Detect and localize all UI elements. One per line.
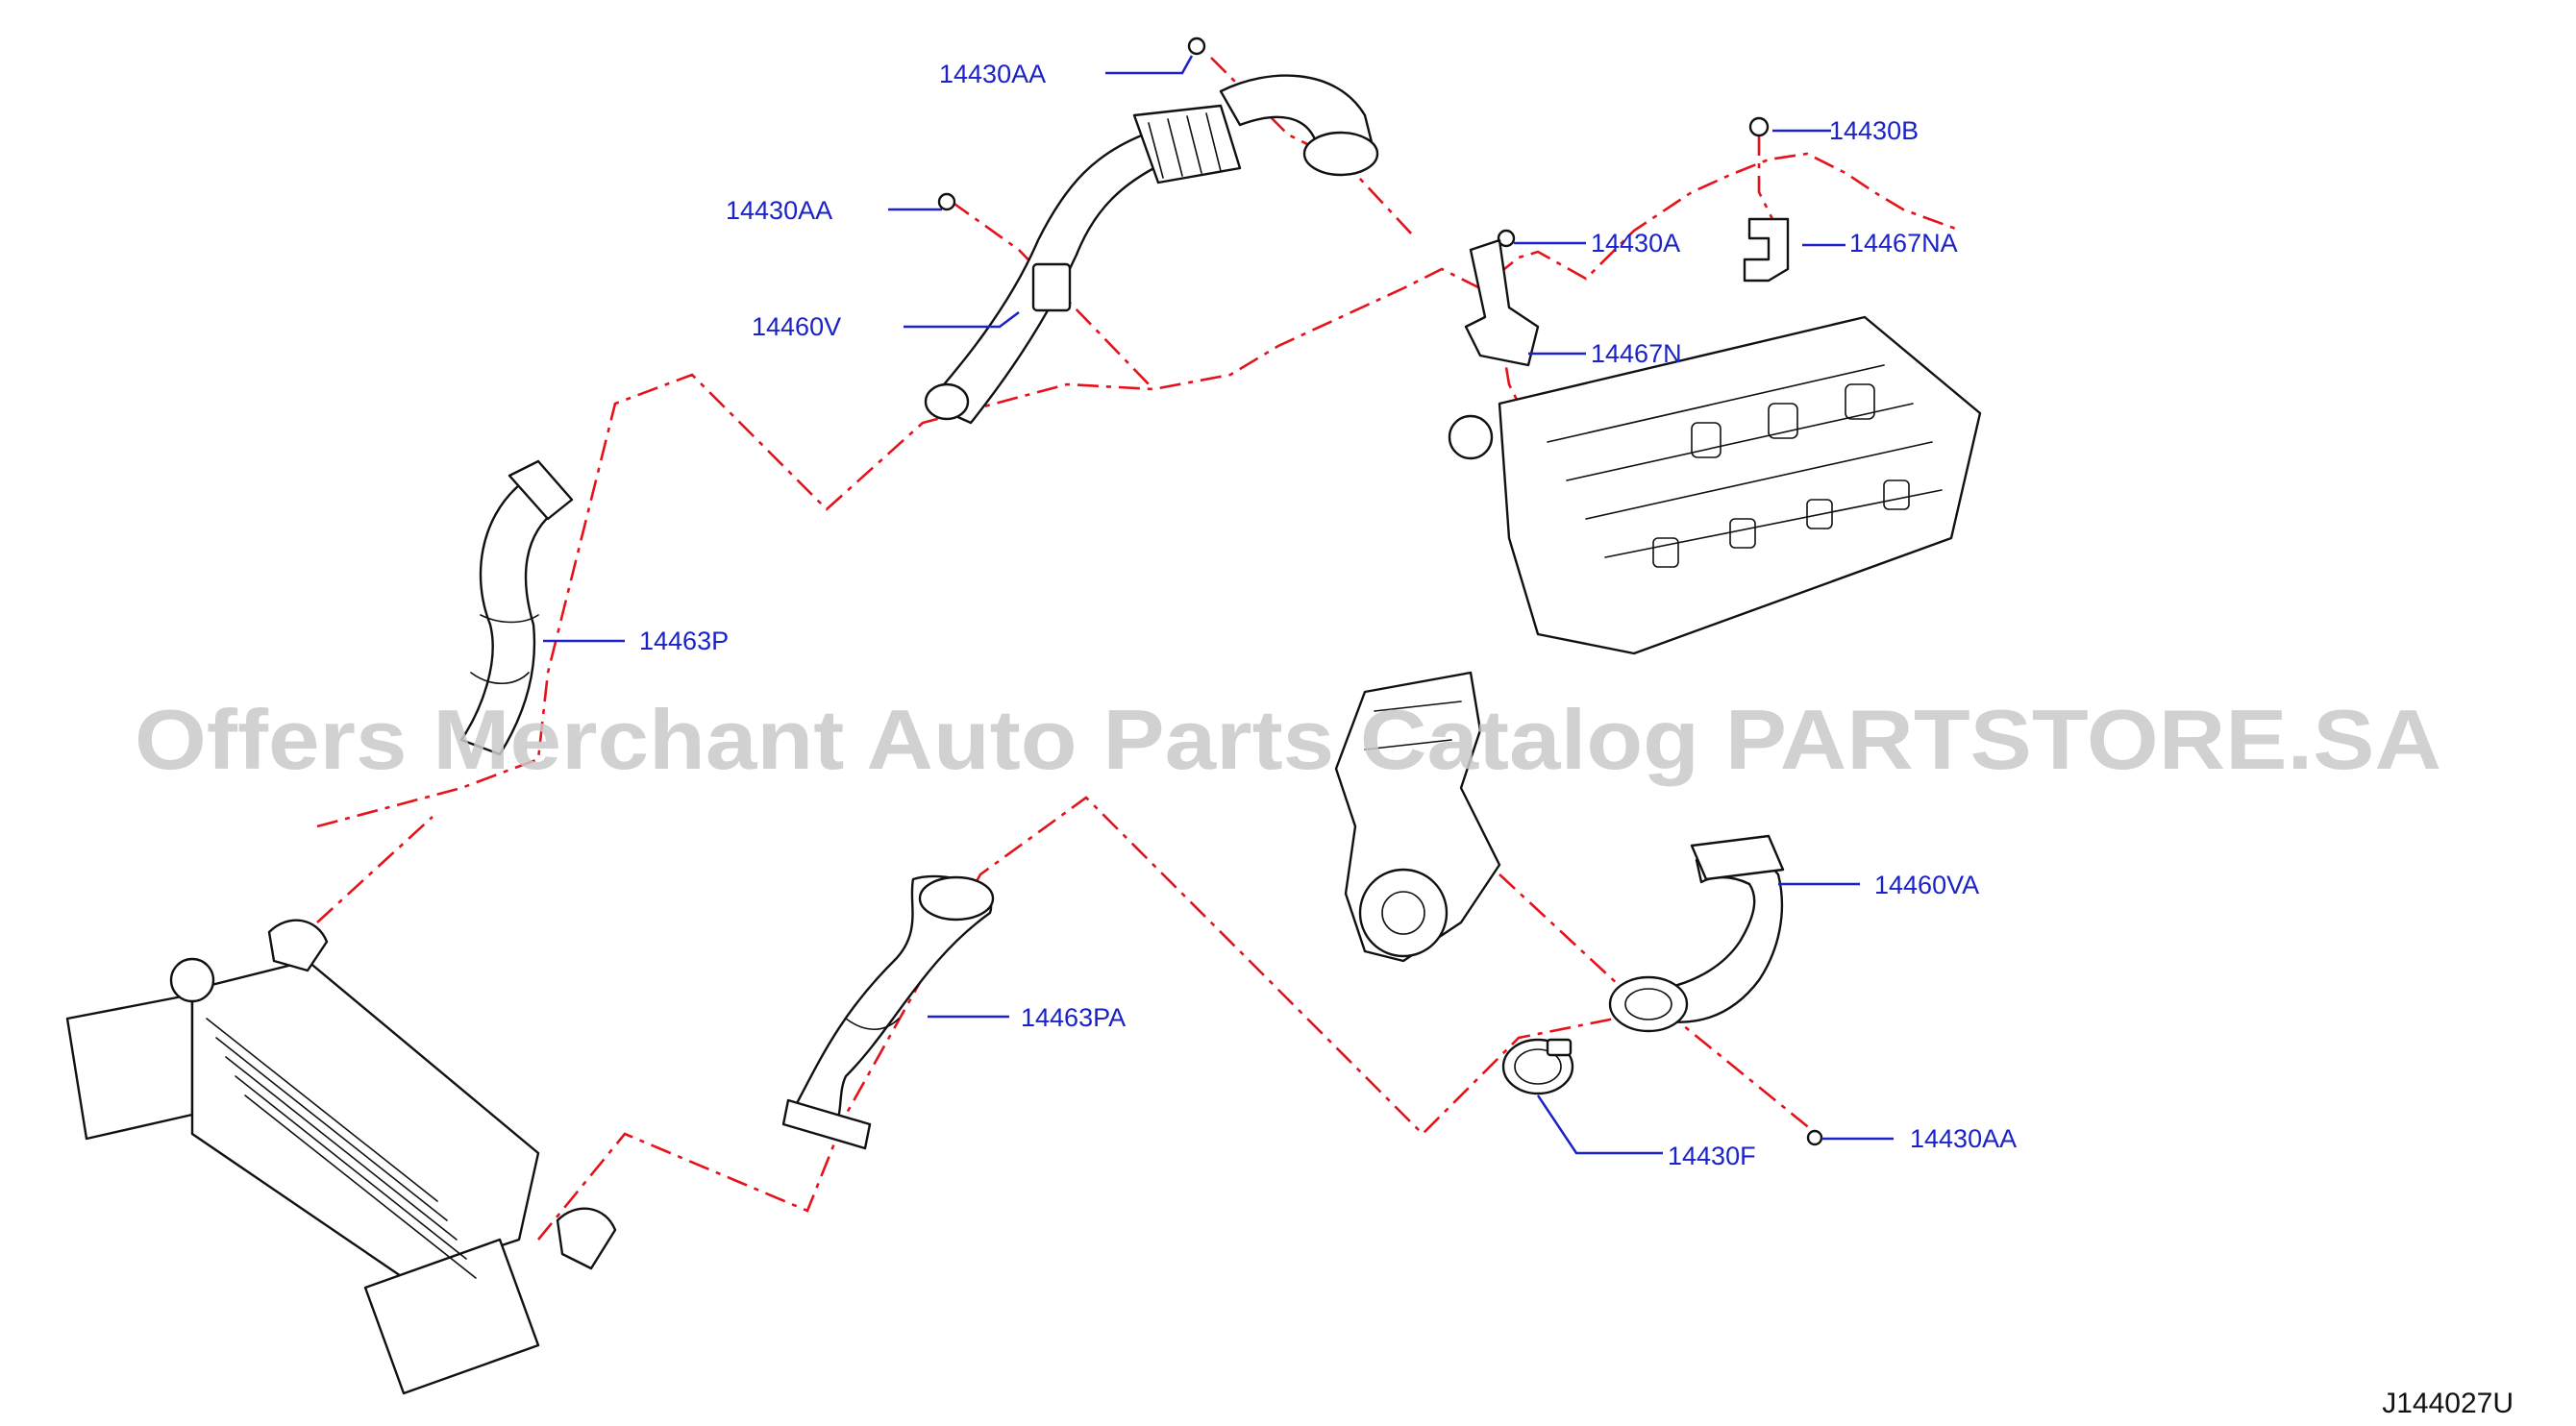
clamp-14430F [1501, 1038, 1574, 1095]
label-14430F: 14430F [1668, 1142, 1756, 1170]
bolts [937, 37, 1823, 1146]
label-14463PA: 14463PA [1021, 1003, 1126, 1032]
turbo-housing [1334, 671, 1501, 963]
bolt-icon [1806, 1129, 1823, 1146]
label-14430AA-left: 14430AA [726, 196, 832, 225]
cylinder-head [1448, 315, 1982, 655]
bolt-icon [937, 192, 956, 211]
pipe-14460VA [1608, 834, 1785, 1033]
chain-upper [316, 152, 1962, 828]
chain-lower-left [316, 816, 433, 923]
hose-14463PA [781, 874, 995, 1150]
intercooler [65, 919, 617, 1395]
chain-lower [536, 796, 1616, 1241]
label-14430AA-right: 14430AA [1910, 1124, 2017, 1153]
chain-bolt-14430AA-left [951, 200, 1154, 390]
hose-14463P [459, 459, 574, 756]
brackets [1464, 217, 1790, 367]
chain-14430AA-lower [1662, 1007, 1818, 1136]
nut-icon [1748, 116, 1770, 137]
pipe-14460V [924, 74, 1379, 425]
bracket-14467N [1464, 238, 1540, 367]
label-14460VA: 14460VA [1874, 871, 1979, 899]
label-14467N: 14467N [1591, 339, 1682, 368]
label-14430AA-top: 14430AA [939, 60, 1046, 88]
diagram-code: J144027U [2382, 1388, 2514, 1419]
bracket-14467NA [1743, 217, 1790, 283]
chain-14430B [1757, 135, 1775, 222]
label-14460V: 14460V [752, 312, 841, 341]
label-14467NA: 14467NA [1849, 229, 1958, 258]
leader-lines [543, 55, 1894, 1155]
bolt-icon [1497, 229, 1516, 248]
label-14430B: 14430B [1829, 116, 1919, 145]
bolt-icon [1187, 37, 1206, 56]
label-14463P: 14463P [639, 627, 729, 655]
label-14430A: 14430A [1591, 229, 1680, 258]
chain-14460VA-clamp [1499, 873, 1635, 1000]
watermark-text: Offers Merchant Auto Parts Catalog PARTS… [135, 692, 2441, 787]
assembly-lines [316, 57, 1962, 1241]
part-labels: 14430AA 14430AA 14460V 14430B 14467NA 14… [639, 60, 2017, 1170]
